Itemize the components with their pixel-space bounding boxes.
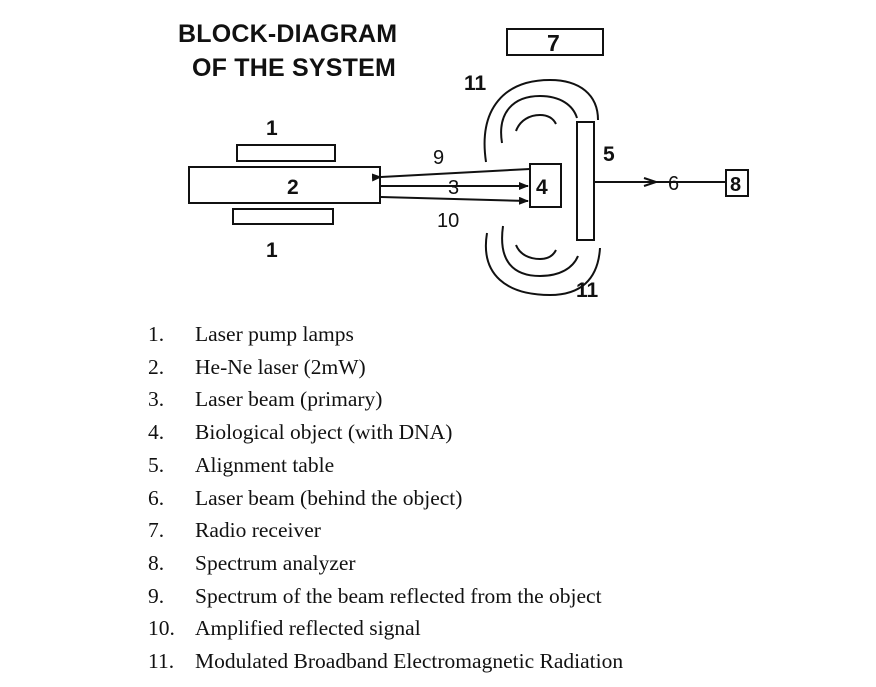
label-amplified: 10 xyxy=(437,210,459,232)
legend-number: 1. xyxy=(148,322,165,346)
legend-text: Biological object (with DNA) xyxy=(195,420,453,445)
legend-number: 3. xyxy=(148,387,165,412)
block-diagram: 1 1 2 3 4 5 6 7 8 9 10 11 11 xyxy=(188,28,749,302)
legend-text: Alignment table xyxy=(195,452,335,477)
label-reflected: 9 xyxy=(433,147,444,169)
legend-list: 1. Laser pump lamps 2. He-Ne laser (2mW) 3… xyxy=(148,318,623,678)
radiation-arc-top-middle xyxy=(500,94,578,144)
legend-text: Laser beam (primary) xyxy=(195,387,383,412)
legend-number: 10. xyxy=(148,616,175,641)
label-radiation-top: 11 xyxy=(464,72,487,95)
label-analyzer: 8 xyxy=(730,174,741,196)
legend-text: Spectrum of the beam reflected from the … xyxy=(195,583,602,608)
label-laser: 2 xyxy=(287,176,299,199)
label-beam-behind: 6 xyxy=(668,173,679,195)
alignment-table-box xyxy=(576,121,595,241)
spectrum-analyzer-box xyxy=(725,169,749,197)
biological-object-box xyxy=(529,163,562,208)
legend-number: 4. xyxy=(148,420,165,445)
label-primary-beam: 3 xyxy=(448,177,459,199)
radiation-arc-top-outer xyxy=(483,78,599,163)
legend-text: Amplified reflected signal xyxy=(195,616,421,641)
pump-lamp-bottom xyxy=(232,208,334,225)
radiation-arc-bottom-outer xyxy=(484,232,601,297)
legend-number: 9. xyxy=(148,583,165,608)
legend-item: 9. Spectrum of the beam reflected from th… xyxy=(148,580,623,613)
legend-item: 3. Laser beam (primary) xyxy=(148,383,623,416)
beam-behind-arrow xyxy=(643,177,660,187)
radio-receiver-box xyxy=(506,28,604,56)
legend-text: Spectrum analyzer xyxy=(195,550,356,575)
radiation-arc-bottom-inner xyxy=(515,244,557,261)
legend-item: 2. He-Ne laser (2mW) xyxy=(148,351,623,384)
legend-text: Modulated Broadband Electromagnetic Radi… xyxy=(195,649,624,674)
title-line-2: OF THE SYSTEM xyxy=(192,54,397,82)
legend-text: Laser pump lamps xyxy=(195,322,354,346)
legend-item: 6. Laser beam (behind the object) xyxy=(148,482,623,515)
amplified-signal-line xyxy=(380,196,529,205)
legend-text: Laser beam (behind the object) xyxy=(195,485,463,510)
pump-lamp-top xyxy=(236,144,336,162)
legend-number: 7. xyxy=(148,518,165,543)
legend-item: 7. Radio receiver xyxy=(148,514,623,547)
label-object: 4 xyxy=(536,176,548,199)
legend-item: 5. Alignment table xyxy=(148,449,623,482)
label-radiation-bottom: 11 xyxy=(576,279,599,302)
diagram-title: BLOCK-DIAGRAM OF THE SYSTEM xyxy=(178,17,397,85)
label-table: 5 xyxy=(603,143,615,166)
legend-item: 4. Biological object (with DNA) xyxy=(148,416,623,449)
legend-number: 11. xyxy=(148,649,175,674)
laser-tube xyxy=(188,166,381,204)
legend-number: 2. xyxy=(148,354,165,379)
title-line-1: BLOCK-DIAGRAM xyxy=(178,20,398,48)
radiation-arc-bottom-middle xyxy=(501,225,579,278)
legend-item: 11. Modulated Broadband Electromagnetic R… xyxy=(148,645,623,678)
label-lamp-bottom: 1 xyxy=(266,239,278,262)
label-receiver: 7 xyxy=(547,30,560,56)
label-lamp-top: 1 xyxy=(266,117,278,140)
legend-item: 10. Amplified reflected signal xyxy=(148,612,623,645)
legend-number: 6. xyxy=(148,485,165,510)
reflected-beam-line xyxy=(371,168,531,182)
legend-item: 8. Spectrum analyzer xyxy=(148,547,623,580)
legend-number: 8. xyxy=(148,550,165,575)
legend-number: 5. xyxy=(148,452,165,477)
legend-text: Radio receiver xyxy=(195,518,321,543)
legend-text: He-Ne laser (2mW) xyxy=(195,354,366,379)
radiation-arc-top-inner xyxy=(515,113,557,132)
legend-item: 1. Laser pump lamps xyxy=(148,318,623,351)
